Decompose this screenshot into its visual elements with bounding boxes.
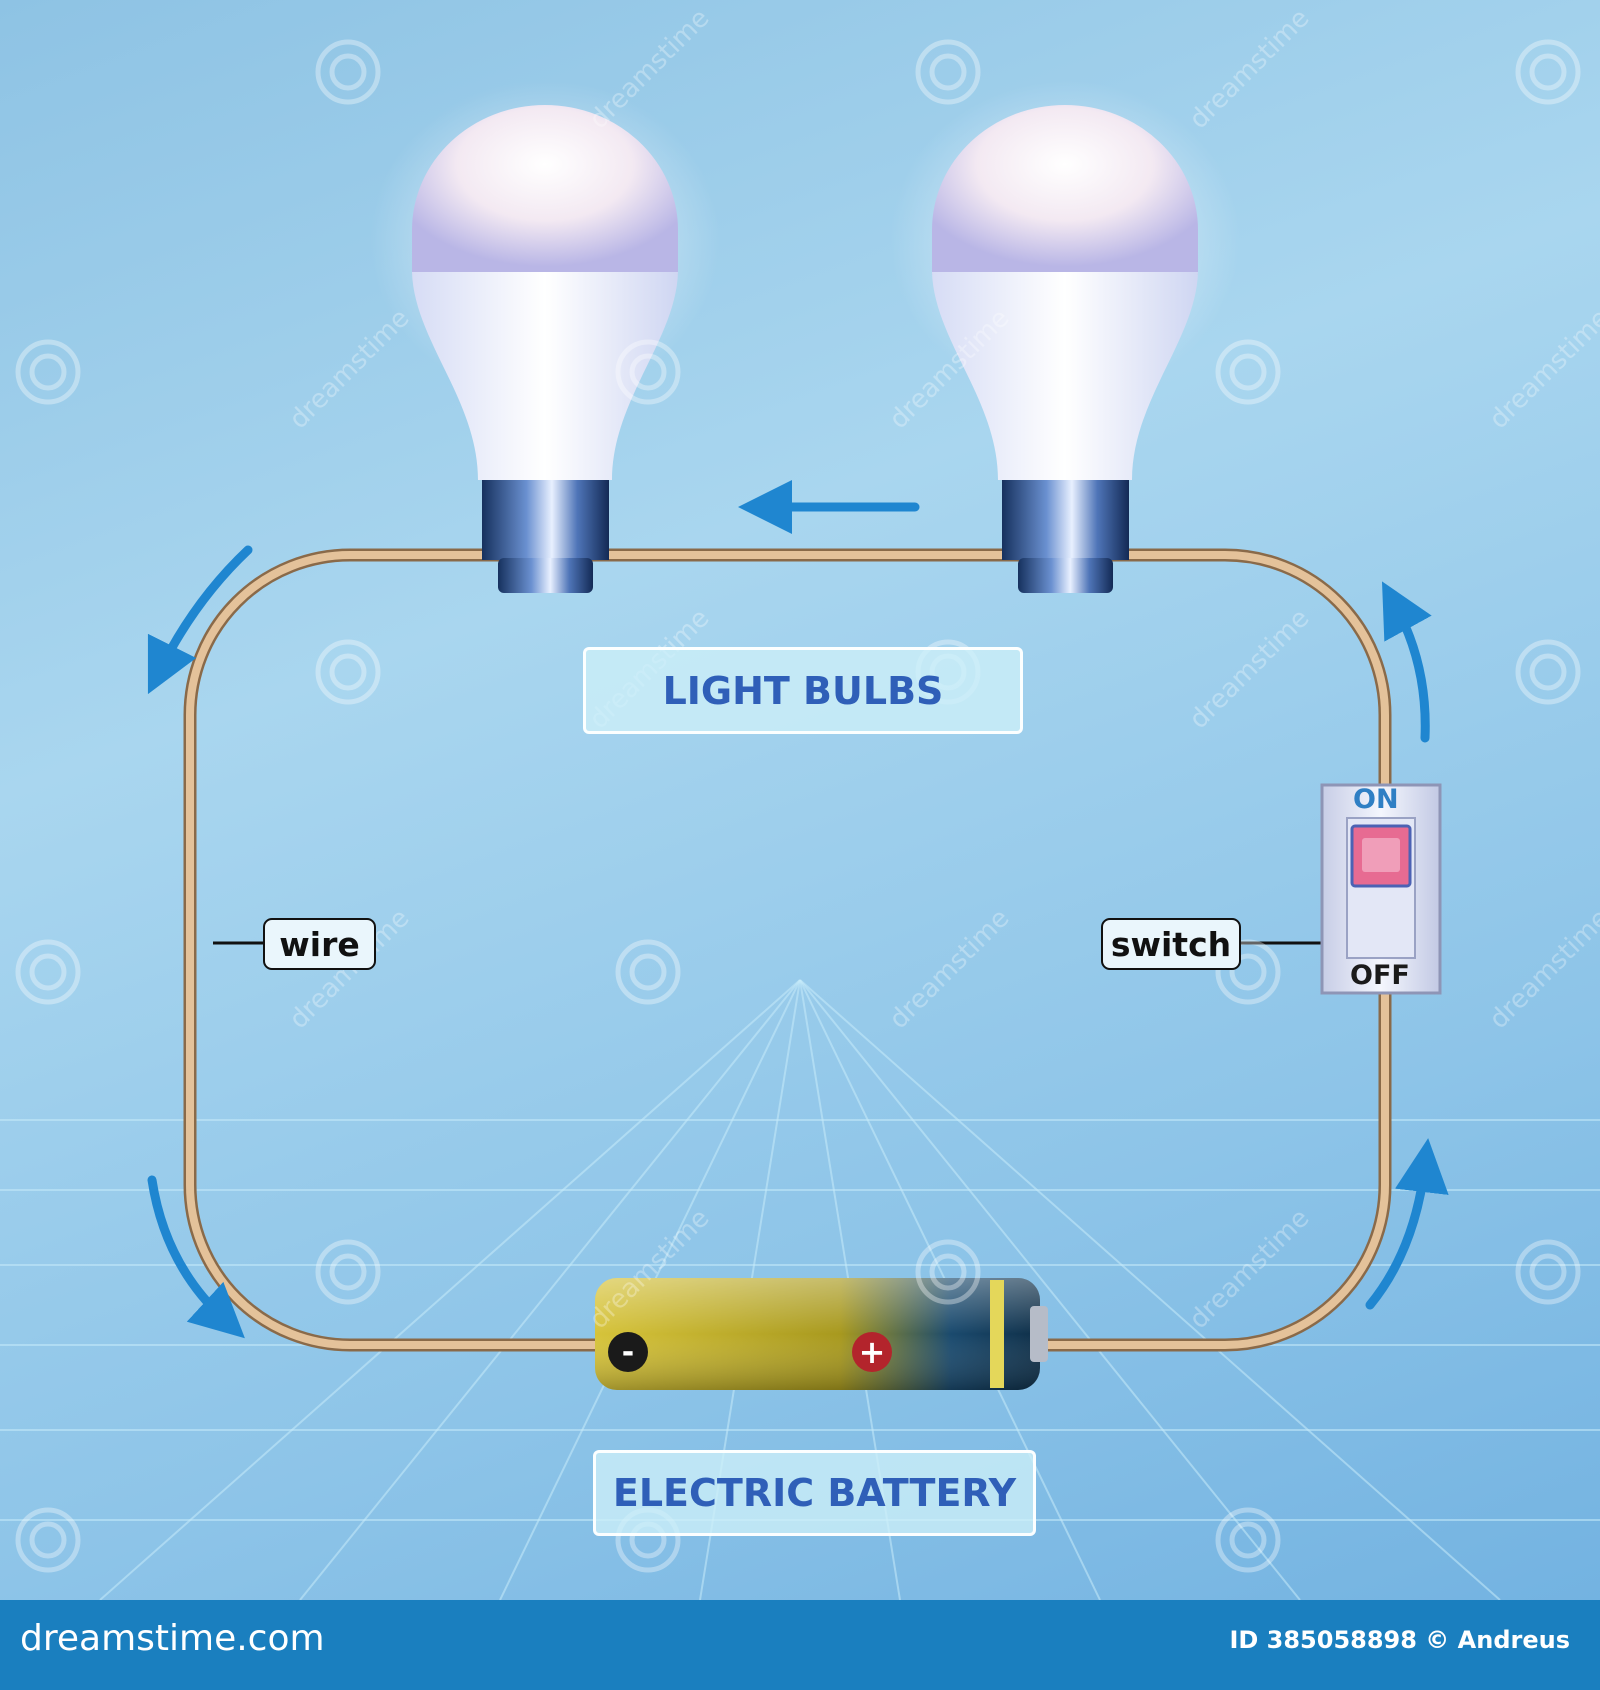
footer-bar: dreamstime.com ID 385058898 © Andreus	[0, 1600, 1600, 1690]
arrow-lower-right	[1365, 1138, 1449, 1310]
footer-site[interactable]: dreamstime.com	[20, 1618, 325, 1659]
arrow-lower-left	[147, 1175, 245, 1339]
arrow-upper-left	[147, 545, 253, 695]
battery-positive-symbol: +	[859, 1333, 886, 1371]
battery-negative-symbol: -	[622, 1335, 634, 1370]
wire-tag: wire	[263, 918, 376, 970]
arrow-upper-right	[1381, 581, 1432, 743]
battery-negative-terminal	[608, 1332, 648, 1372]
watermark-text-3: dreamstime	[284, 303, 416, 435]
watermark-swirls	[15, 39, 1581, 1573]
watermark-text-9: dreamstime	[884, 903, 1016, 1035]
watermark-text-5: dreamstime	[1484, 303, 1600, 435]
circuit-diagram: - + dreamstime dreamstime dreamstime dre…	[0, 3, 1600, 1600]
footer-credit: ID 385058898 © Andreus	[1229, 1626, 1570, 1654]
electric-battery-label: ELECTRIC BATTERY	[593, 1450, 1036, 1536]
watermark-text-12: dreamstime	[1184, 1203, 1316, 1335]
switch-tag: switch	[1101, 918, 1241, 970]
battery-positive-terminal	[852, 1332, 892, 1372]
switch-off-label: OFF	[1350, 960, 1410, 991]
watermark-text-10: dreamstime	[1484, 903, 1600, 1035]
switch[interactable]	[1320, 783, 1442, 995]
light-bulb-left	[370, 80, 720, 593]
watermark-text-2: dreamstime	[1184, 3, 1316, 135]
current-arrows	[147, 480, 1449, 1339]
watermark-text-7: dreamstime	[1184, 603, 1316, 735]
switch-on-label: ON	[1353, 784, 1399, 815]
light-bulbs-label: LIGHT BULBS	[583, 647, 1023, 734]
light-bulb-right	[890, 80, 1240, 593]
electric-battery: - +	[595, 1278, 1048, 1390]
